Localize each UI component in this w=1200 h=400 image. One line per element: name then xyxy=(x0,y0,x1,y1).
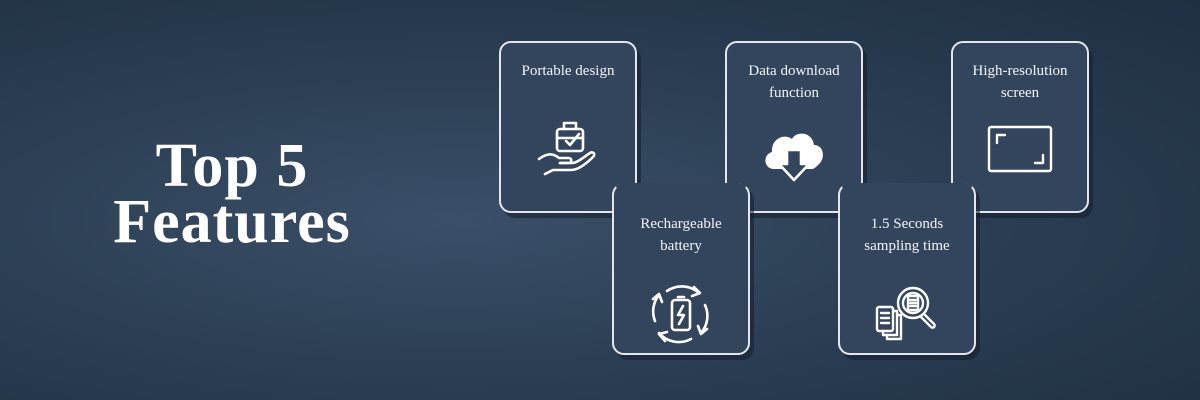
feature-card-sampling-time: 1.5 Seconds sampling time xyxy=(838,183,976,355)
feature-label: Data download function xyxy=(748,63,840,101)
page-title: Top 5 Features xyxy=(82,132,382,256)
document-search-icon xyxy=(873,281,941,347)
feature-label: 1.5 Seconds sampling time xyxy=(864,216,950,254)
feature-card-rechargeable-battery: Rechargeable battery xyxy=(612,183,750,355)
battery-charging-icon xyxy=(647,281,715,347)
feature-card-data-download: Data download function xyxy=(725,41,863,213)
feature-label: High-resolution screen xyxy=(972,63,1068,101)
title-line-2: Features xyxy=(113,188,351,256)
feature-card-portable-design: Portable design xyxy=(499,41,637,213)
screen-frame-icon xyxy=(987,125,1053,173)
title-line-1: Top 5 xyxy=(155,132,309,200)
feature-label: Portable design xyxy=(521,63,615,79)
feature-label: Rechargeable battery xyxy=(640,216,722,254)
cloud-download-icon xyxy=(760,123,828,185)
hand-holding-briefcase-icon xyxy=(535,117,601,179)
feature-card-high-resolution-screen: High-resolution screen xyxy=(951,41,1089,213)
